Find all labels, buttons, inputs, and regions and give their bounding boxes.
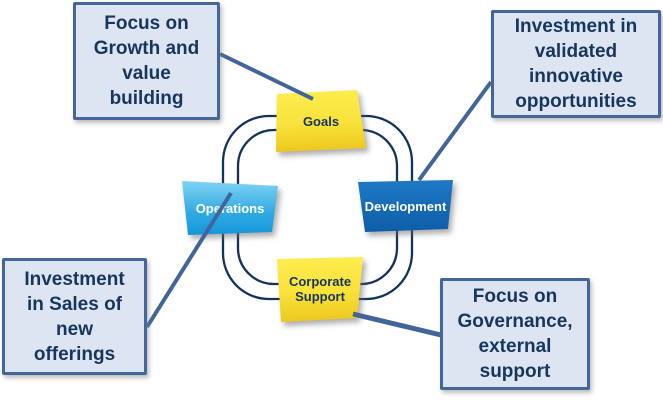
- node-goals: Goals: [276, 90, 366, 152]
- connector-goals: [219, 52, 314, 101]
- node-operations-label: Operations: [195, 200, 265, 216]
- node-development: Development: [358, 180, 453, 232]
- connector-development: [417, 80, 493, 182]
- connector-corporate-support: [352, 311, 442, 338]
- node-operations: Operations: [182, 181, 278, 235]
- callout-investment-validated: Investment in validated innovative oppor…: [491, 10, 661, 118]
- callout-focus-growth: Focus on Growth and value building: [73, 2, 220, 120]
- node-goals-label: Goals: [302, 113, 340, 129]
- callout-focus-governance: Focus on Governance, external support: [440, 278, 590, 390]
- node-corporate-support-label: Corporate Support: [288, 274, 352, 304]
- node-development-label: Development: [364, 198, 447, 214]
- callout-focus-governance-text: Focus on Governance, external support: [457, 286, 573, 382]
- callout-investment-sales: Investment in Sales of new offerings: [2, 258, 147, 375]
- node-corporate-support: Corporate Support: [275, 256, 365, 322]
- callout-focus-growth-text: Focus on Growth and value building: [93, 13, 200, 109]
- connector-operations: [145, 191, 233, 329]
- callout-investment-sales-text: Investment in Sales of new offerings: [24, 268, 125, 365]
- callout-investment-validated-text: Investment in validated innovative oppor…: [514, 16, 638, 112]
